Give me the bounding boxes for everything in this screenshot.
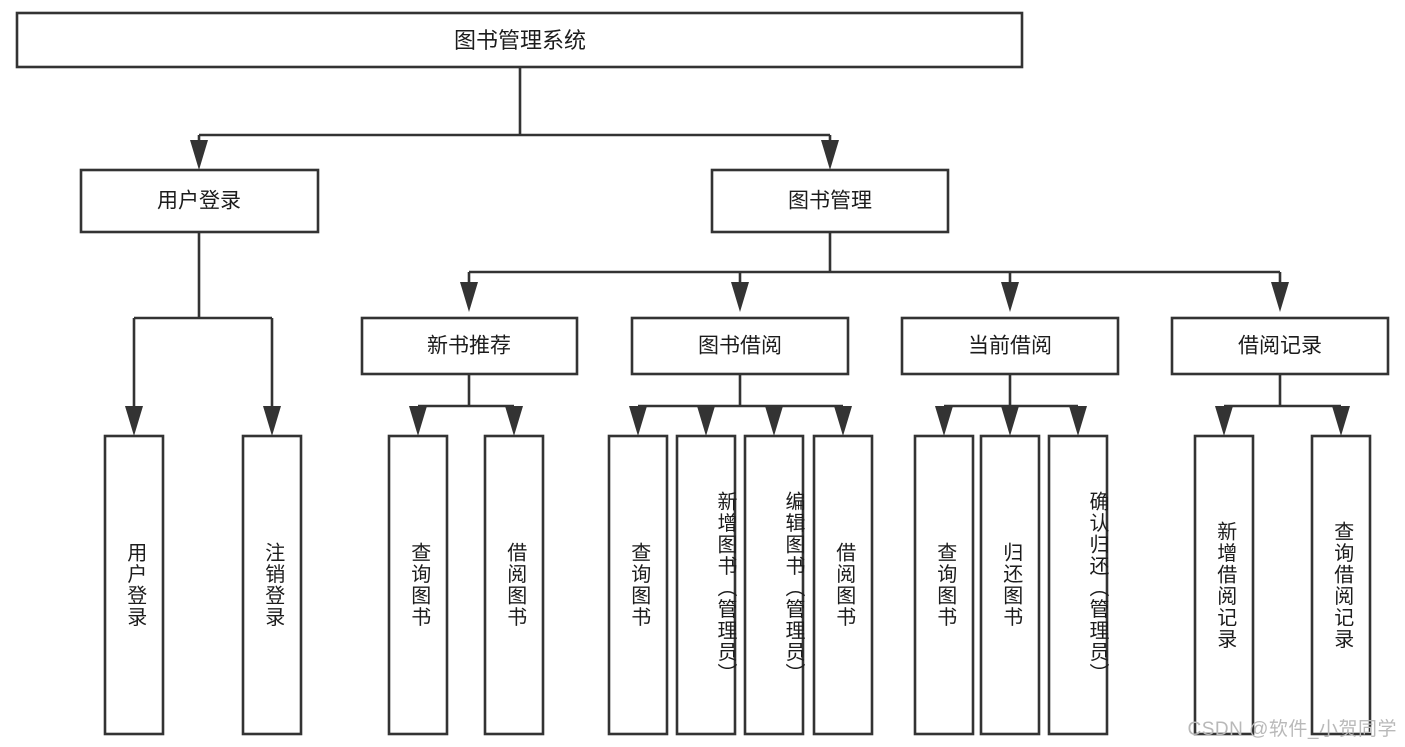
- node-book-borrow-label: 图书借阅: [698, 335, 782, 358]
- arrow-head-icon: [263, 406, 281, 436]
- arrow-head-icon: [834, 406, 852, 436]
- arrow-head-icon: [731, 282, 749, 312]
- leaf-node-query-borrow-record[interactable]: [1310, 434, 1372, 736]
- leaf-node-borrow-books-newbook[interactable]: [483, 434, 545, 736]
- arrow-head-icon: [935, 406, 953, 436]
- node-borrow-record[interactable]: [1170, 316, 1390, 376]
- arrow-head-icon: [821, 140, 839, 170]
- leaf-node-query-books-borrow[interactable]: [607, 434, 669, 736]
- connector-layer: [125, 67, 1350, 436]
- leaf-node-add-borrow-record[interactable]: [1193, 434, 1255, 736]
- node-new-book-recommend-label: 新书推荐: [427, 335, 511, 358]
- arrow-head-icon: [697, 406, 715, 436]
- node-root-label: 图书管理系统: [454, 28, 586, 53]
- leaf-node-add-book-admin[interactable]: [675, 434, 737, 736]
- arrow-head-icon: [1069, 406, 1087, 436]
- leaf-node-query-books-newbook[interactable]: [387, 434, 449, 736]
- node-root-book-management-system[interactable]: [15, 11, 1024, 69]
- node-book-management-label: 图书管理: [788, 190, 872, 213]
- leaf-node-edit-book-admin[interactable]: [743, 434, 805, 736]
- leaf-node-query-books-current[interactable]: [913, 434, 975, 736]
- leaf-node-borrow-books-borrow[interactable]: [812, 434, 874, 736]
- leaf-node-return-books[interactable]: [979, 434, 1041, 736]
- leaf-node-logout[interactable]: [241, 434, 303, 736]
- arrow-head-icon: [125, 406, 143, 436]
- arrow-head-icon: [190, 140, 208, 170]
- arrow-head-icon: [409, 406, 427, 436]
- arrow-head-icon: [629, 406, 647, 436]
- arrow-head-icon: [765, 406, 783, 436]
- node-user-login[interactable]: [79, 168, 320, 234]
- arrow-head-icon: [1271, 282, 1289, 312]
- arrow-head-icon: [460, 282, 478, 312]
- arrow-head-icon: [505, 406, 523, 436]
- node-book-borrow[interactable]: [630, 316, 850, 376]
- node-current-borrow[interactable]: [900, 316, 1120, 376]
- watermark-text: CSDN @软件_小贺同学: [1187, 719, 1397, 740]
- leaf-node-confirm-return-admin[interactable]: [1047, 434, 1109, 736]
- arrow-head-icon: [1001, 406, 1019, 436]
- node-layer: 图书管理系统 用户登录 图书管理 新书推荐 图书借阅 当前借阅 借阅记录: [15, 11, 1390, 736]
- node-current-borrow-label: 当前借阅: [968, 335, 1052, 358]
- arrow-head-icon: [1001, 282, 1019, 312]
- node-new-book-recommend[interactable]: [360, 316, 579, 376]
- node-borrow-record-label: 借阅记录: [1238, 335, 1322, 358]
- node-user-login-label: 用户登录: [157, 190, 241, 213]
- arrow-head-icon: [1215, 406, 1233, 436]
- node-book-management[interactable]: [710, 168, 950, 234]
- leaf-node-user-login[interactable]: [103, 434, 165, 736]
- arrow-head-icon: [1332, 406, 1350, 436]
